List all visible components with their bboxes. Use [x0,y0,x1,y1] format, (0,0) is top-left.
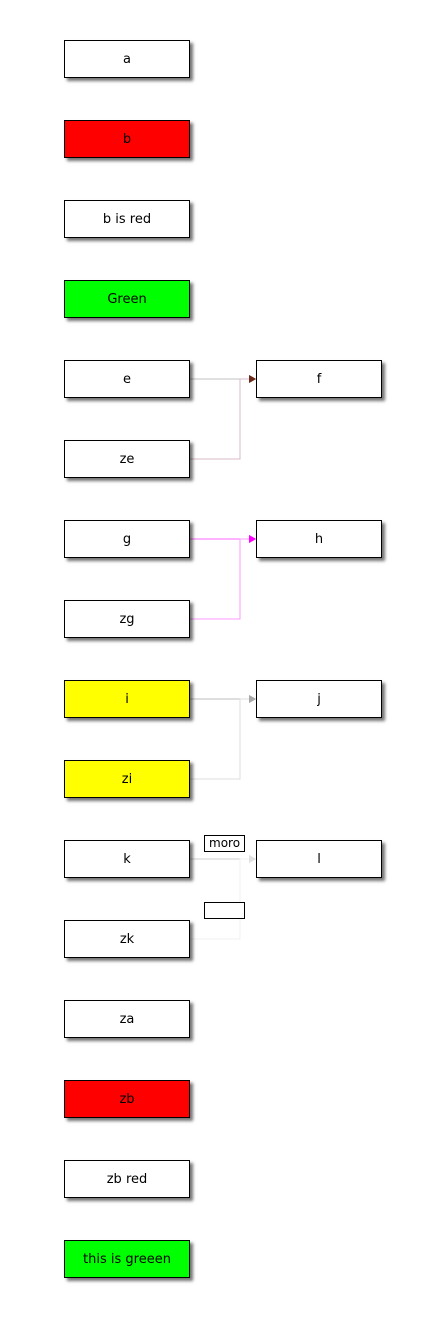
edge-arrowhead-zg-h [249,535,256,543]
edge-zg-h [190,538,250,620]
node-label: b [122,131,132,147]
node-ze[interactable]: ze [64,440,190,478]
node-label: l [317,851,321,867]
node-zb[interactable]: zb [64,1080,190,1118]
node-label: g [122,531,132,547]
node-label: ze [119,451,135,467]
node-j[interactable]: j [256,680,382,718]
node-greeen[interactable]: this is greeen [64,1240,190,1278]
node-label: zb red [106,1171,148,1187]
edge-label-zk-l [204,902,245,919]
node-bred[interactable]: b is red [64,200,190,238]
node-label: this is greeen [83,1251,171,1267]
node-f[interactable]: f [256,360,382,398]
node-label: k [123,851,131,867]
node-label: f [316,371,322,387]
edge-arrowhead-zk-l [249,855,256,863]
node-zk[interactable]: zk [64,920,190,958]
node-label: za [119,1011,135,1027]
node-g[interactable]: g [64,520,190,558]
node-label: b is red [102,211,152,227]
node-label: zk [119,931,135,947]
node-zbred[interactable]: zb red [64,1160,190,1198]
node-i[interactable]: i [64,680,190,718]
node-label: zi [121,771,133,787]
node-label: h [314,531,324,547]
node-label: e [123,371,131,387]
node-e[interactable]: e [64,360,190,398]
edge-zi-j [190,698,250,780]
node-zi[interactable]: zi [64,760,190,798]
edge-arrowhead-ze-f [249,375,256,383]
node-green[interactable]: Green [64,280,190,318]
edge-ze-f [190,378,250,460]
node-a[interactable]: a [64,40,190,78]
edge-label-k-l: moro [204,835,246,852]
edge-zk-l [190,858,250,940]
node-b[interactable]: b [64,120,190,158]
node-label: Green [107,291,147,307]
node-label: zb [119,1091,135,1107]
node-l[interactable]: l [256,840,382,878]
node-label: a [123,51,131,67]
node-label: i [125,691,129,707]
node-k[interactable]: k [64,840,190,878]
node-label: zg [119,611,135,627]
node-h[interactable]: h [256,520,382,558]
node-label: j [317,691,321,707]
node-za[interactable]: za [64,1000,190,1038]
edge-arrowhead-zi-j [249,695,256,703]
node-zg[interactable]: zg [64,600,190,638]
